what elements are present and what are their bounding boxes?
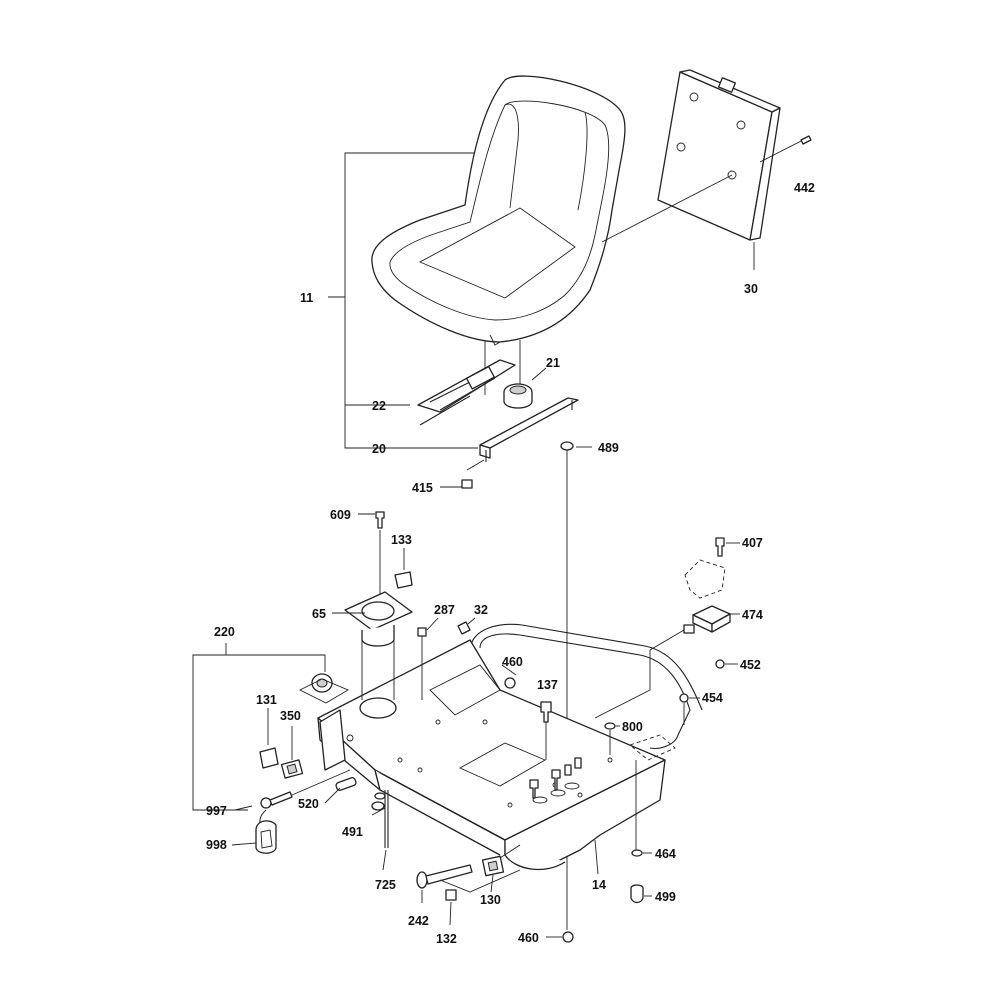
label-520: 520 bbox=[298, 797, 319, 811]
label-137: 137 bbox=[537, 678, 558, 692]
knob-242 bbox=[416, 864, 521, 893]
label-130: 130 bbox=[480, 893, 501, 907]
plug-800 bbox=[604, 722, 620, 755]
label-415: 415 bbox=[412, 481, 433, 495]
label-997: 997 bbox=[206, 804, 227, 818]
label-442: 442 bbox=[794, 181, 815, 195]
label-20: 20 bbox=[372, 442, 386, 456]
label-220: 220 bbox=[214, 625, 235, 639]
switch-130 bbox=[481, 844, 521, 877]
bolt-287 bbox=[417, 617, 439, 700]
label-133: 133 bbox=[391, 533, 412, 547]
switch-474 bbox=[594, 605, 740, 719]
bracket-dashed bbox=[684, 559, 726, 599]
washer-464 bbox=[631, 849, 652, 857]
rod-725 bbox=[384, 790, 389, 848]
label-998: 998 bbox=[206, 838, 227, 852]
key-997 bbox=[259, 769, 351, 831]
key-tag-998 bbox=[255, 820, 277, 854]
label-14: 14 bbox=[592, 878, 606, 892]
pin-520 bbox=[335, 777, 357, 791]
bumper-499 bbox=[630, 884, 652, 904]
pin-609 bbox=[375, 511, 385, 598]
bolt-137 bbox=[540, 701, 552, 760]
label-132: 132 bbox=[436, 932, 457, 946]
bearing-65 bbox=[332, 591, 413, 700]
spacer-491 bbox=[371, 792, 386, 816]
label-131: 131 bbox=[256, 693, 277, 707]
label-474: 474 bbox=[742, 608, 763, 622]
seat-frame bbox=[317, 623, 703, 871]
screw-32 bbox=[457, 617, 476, 635]
label-464: 464 bbox=[655, 847, 676, 861]
bolt-407 bbox=[715, 537, 740, 557]
label-21: 21 bbox=[546, 356, 560, 370]
seat-back-plate bbox=[601, 69, 812, 270]
plate-bolts bbox=[529, 757, 582, 804]
label-452: 452 bbox=[740, 658, 761, 672]
leader-lines bbox=[231, 367, 599, 938]
group-bracket-220 bbox=[192, 654, 326, 811]
clip-132 bbox=[445, 889, 457, 901]
label-454: 454 bbox=[702, 691, 723, 705]
group-bracket-11 bbox=[328, 152, 478, 449]
cover-131 bbox=[259, 708, 279, 769]
switch-350 bbox=[280, 726, 304, 779]
label-350: 350 bbox=[280, 709, 301, 723]
label-22: 22 bbox=[372, 399, 386, 413]
nut-454 bbox=[679, 693, 700, 725]
label-460-top: 460 bbox=[502, 655, 523, 669]
label-242: 242 bbox=[408, 914, 429, 928]
part-labels: 11 22 20 21 30 442 489 415 609 133 65 28… bbox=[206, 181, 815, 946]
label-725: 725 bbox=[375, 878, 396, 892]
label-609: 609 bbox=[330, 508, 351, 522]
nut-460-top bbox=[501, 664, 517, 689]
label-32: 32 bbox=[474, 603, 488, 617]
label-11: 11 bbox=[300, 291, 313, 305]
seat-part bbox=[371, 75, 626, 346]
nut-452 bbox=[715, 659, 738, 669]
grommet-133 bbox=[394, 548, 413, 589]
nut-460-bottom bbox=[562, 931, 574, 943]
seat-slide-assembly bbox=[417, 340, 579, 930]
label-800: 800 bbox=[622, 720, 643, 734]
label-491: 491 bbox=[342, 825, 363, 839]
label-287: 287 bbox=[434, 603, 455, 617]
label-65: 65 bbox=[312, 607, 326, 621]
label-489: 489 bbox=[598, 441, 619, 455]
label-499: 499 bbox=[655, 890, 676, 904]
label-407: 407 bbox=[742, 536, 763, 550]
label-460-bottom: 460 bbox=[518, 931, 539, 945]
label-30: 30 bbox=[744, 282, 758, 296]
switch-220 bbox=[298, 673, 349, 704]
